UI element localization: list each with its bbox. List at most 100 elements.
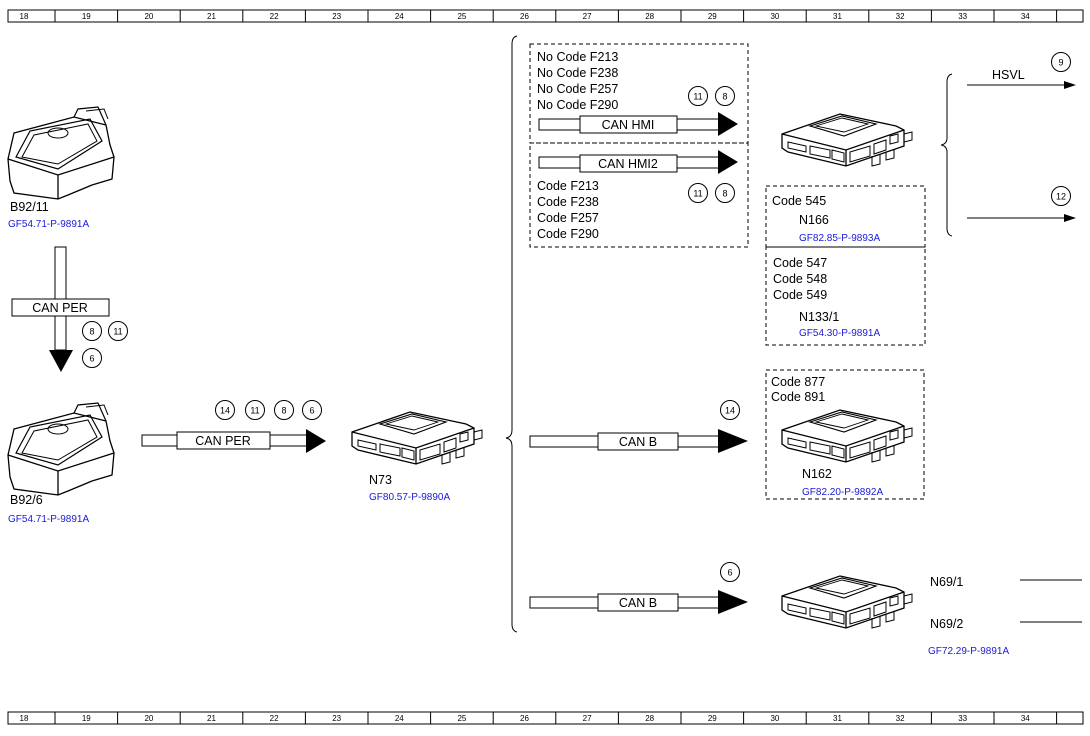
bottom-ruler-cell: 18 (20, 714, 29, 723)
top-ruler-cell: 20 (144, 12, 153, 21)
top-ruler-cell: 32 (896, 12, 905, 21)
b92-11-ref-link[interactable]: GF54.71-P-9891A (8, 219, 89, 230)
svg-text:14: 14 (220, 406, 230, 416)
circle-8-marker: 8 (82, 321, 102, 341)
bottom-ruler-cell: 27 (583, 714, 592, 723)
circle-6-marker: 6 (82, 348, 102, 368)
can-hmi2-code-text: Code F290 (537, 227, 599, 241)
can-hmi2-code-text: Code F257 (537, 211, 599, 225)
n166-label: N166 (799, 213, 829, 227)
n162-code-text: Code 891 (771, 390, 825, 404)
bottom-ruler-cell: 19 (82, 714, 91, 723)
sensor-b92-6-icon (7, 402, 115, 496)
n69-1-label: N69/1 (930, 575, 963, 589)
bottom-ruler-cell: 30 (770, 714, 779, 723)
n166-variant-box (765, 185, 926, 248)
top-ruler-cell: 27 (583, 12, 592, 21)
can-b-upper-label: CAN B (619, 435, 657, 449)
circle-11-marker: 11 (108, 321, 128, 341)
bottom-ruler-cell: 32 (896, 714, 905, 723)
circle-6-marker: 6 (302, 400, 322, 420)
circle-14-marker: 14 (215, 400, 235, 420)
hsvl-label: HSVL (992, 68, 1025, 82)
svg-text:11: 11 (693, 189, 702, 199)
bottom-ruler-cell: 21 (207, 714, 216, 723)
output-brace (940, 73, 953, 237)
n133-1-code-text: Code 547 (773, 256, 827, 270)
can-hmi-code-text: No Code F213 (537, 50, 618, 64)
n162-label: N162 (802, 467, 832, 481)
circle-8-marker: 8 (715, 86, 735, 106)
circle-11-marker: 11 (688, 86, 708, 106)
n133-1-code-text: Code 549 (773, 288, 827, 302)
n133-1-code-text: Code 548 (773, 272, 827, 286)
can-per-horizontal-arrow: CAN PER (141, 429, 326, 453)
can-per-horizontal-label: CAN PER (195, 434, 251, 448)
circle-9-marker: 9 (1051, 52, 1071, 72)
can-hmi2-variant-box (529, 142, 749, 248)
n73-label: N73 (369, 473, 392, 487)
hsvl-arrow (967, 81, 1076, 89)
n166-ref-link[interactable]: GF82.85-P-9893A (799, 233, 880, 244)
svg-text:12: 12 (1056, 192, 1066, 202)
distribution-brace (505, 35, 518, 633)
svg-text:6: 6 (309, 406, 314, 416)
n133-1-ref-link[interactable]: GF54.30-P-9891A (799, 328, 880, 339)
n162-ref-link[interactable]: GF82.20-P-9892A (802, 487, 883, 498)
svg-text:8: 8 (722, 92, 727, 102)
n69-2-label: N69/2 (930, 617, 963, 631)
b92-6-label: B92/6 (10, 493, 43, 507)
n133-1-variant-box (765, 246, 926, 346)
b92-6-ref-link[interactable]: GF54.71-P-9891A (8, 514, 89, 525)
bottom-ruler-cell: 25 (457, 714, 466, 723)
bottom-ruler-cell: 20 (144, 714, 153, 723)
can-hmi-variant-box (529, 43, 749, 144)
circle-11-marker: 11 (688, 183, 708, 203)
top-ruler-cell: 28 (645, 12, 654, 21)
n166-code-text: Code 545 (772, 194, 826, 208)
svg-text:11: 11 (693, 92, 702, 102)
can-hmi2-arrow: CAN HMI2 (538, 150, 738, 174)
can-b-lower-arrow: CAN B (529, 590, 748, 614)
can-per-vertical-label: CAN PER (32, 301, 88, 315)
top-ruler-cell: 19 (82, 12, 91, 21)
top-ruler-cell: 21 (207, 12, 216, 21)
b92-11-label: B92/11 (10, 200, 49, 214)
bottom-ruler-cell: 26 (520, 714, 529, 723)
can-b-upper-arrow: CAN B (529, 429, 748, 453)
can-b-lower-label: CAN B (619, 596, 657, 610)
top-ruler-cell: 26 (520, 12, 529, 21)
can-hmi-code-text: No Code F257 (537, 82, 618, 96)
can-hmi2-code-text: Code F238 (537, 195, 599, 209)
top-ruler-cell: 23 (332, 12, 341, 21)
can-hmi2-code-text: Code F213 (537, 179, 599, 193)
n162-code-text: Code 877 (771, 375, 825, 389)
output-12-arrow (967, 214, 1076, 222)
n73-ref-link[interactable]: GF80.57-P-9890A (369, 492, 450, 503)
can-hmi-code-text: No Code F238 (537, 66, 618, 80)
ecu-hmi-target-icon (781, 113, 913, 167)
svg-text:8: 8 (722, 189, 727, 199)
top-ruler-cell: 29 (708, 12, 717, 21)
bottom-ruler-cell: 23 (332, 714, 341, 723)
top-ruler-cell: 18 (20, 12, 29, 21)
n69-ref-link[interactable]: GF72.29-P-9891A (928, 646, 1009, 657)
can-hmi-label: CAN HMI (602, 118, 655, 132)
sensor-b92-11-icon (7, 106, 115, 200)
top-ruler-cell: 34 (1021, 12, 1030, 21)
circle-11-marker: 11 (245, 400, 265, 420)
bottom-ruler-cell: 24 (395, 714, 404, 723)
ecu-n69-icon (781, 575, 913, 629)
circle-12-marker: 12 (1051, 186, 1071, 206)
top-ruler-cell: 31 (833, 12, 842, 21)
top-ruler-cell: 33 (958, 12, 967, 21)
top-ruler-cell: 30 (770, 12, 779, 21)
ecu-n162-icon (781, 409, 913, 463)
svg-text:8: 8 (89, 327, 94, 337)
svg-text:11: 11 (250, 406, 259, 416)
bottom-ruler-cell: 34 (1021, 714, 1030, 723)
svg-text:8: 8 (281, 406, 286, 416)
svg-text:6: 6 (89, 354, 94, 364)
